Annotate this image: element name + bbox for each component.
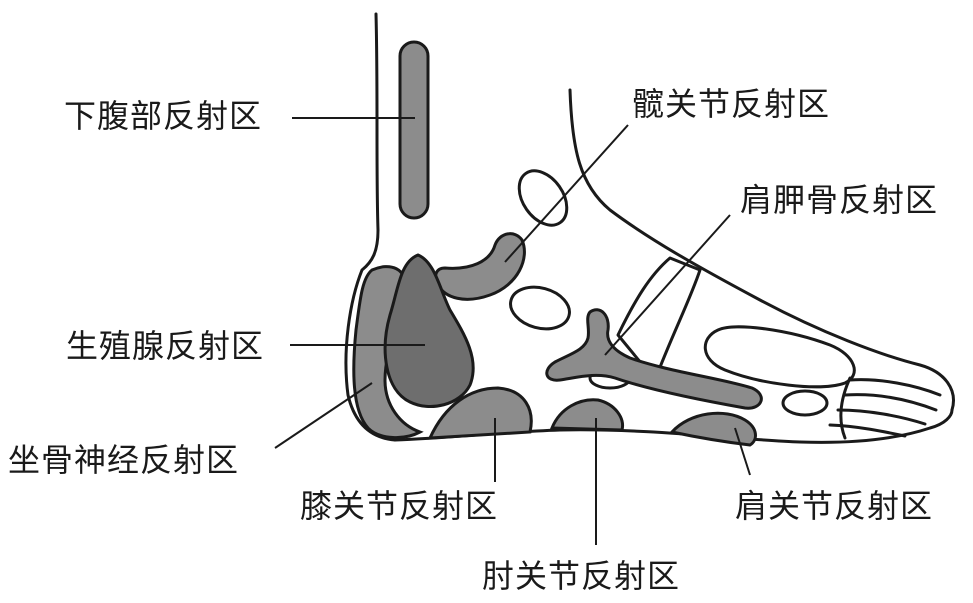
toe-box <box>839 376 852 440</box>
label-shoulder-joint: 肩关节反射区 <box>735 487 934 525</box>
leader-shoulder-joint <box>734 427 751 476</box>
zone-elbow-joint <box>549 398 625 432</box>
toe-line <box>836 408 927 426</box>
leader-sciatic-nerve <box>274 382 373 449</box>
arch-oval <box>703 325 856 389</box>
label-lower-abdomen: 下腹部反射区 <box>64 97 263 135</box>
label-knee-joint: 膝关节反射区 <box>300 487 499 525</box>
leader-scapula <box>604 214 731 356</box>
leader-hip-joint <box>504 124 629 263</box>
zone-hip-joint <box>434 232 526 301</box>
label-sciatic-nerve: 坐骨神经反射区 <box>8 441 240 479</box>
ankle-bone-oval <box>517 169 569 227</box>
foot-outline-instep <box>568 88 955 412</box>
label-elbow-joint: 肘关节反射区 <box>482 557 681 595</box>
zone-gonad <box>383 253 475 408</box>
label-gonad: 生殖腺反射区 <box>66 327 265 365</box>
foot-outline-heel <box>344 12 397 442</box>
zone-knee-joint <box>427 386 533 440</box>
zone-shoulder-joint <box>669 411 757 447</box>
zone-scapula <box>545 308 763 410</box>
zone-lower-abdomen <box>398 40 430 220</box>
metatarsal-band <box>616 256 702 382</box>
toe-base-oval <box>781 389 829 417</box>
toe-line <box>848 378 942 397</box>
toe-line <box>843 393 938 412</box>
heel-bone-oval <box>509 285 571 331</box>
label-scapula: 肩胛骨反射区 <box>740 181 939 219</box>
label-hip-joint: 髋关节反射区 <box>632 85 831 123</box>
toe-line <box>828 423 907 438</box>
